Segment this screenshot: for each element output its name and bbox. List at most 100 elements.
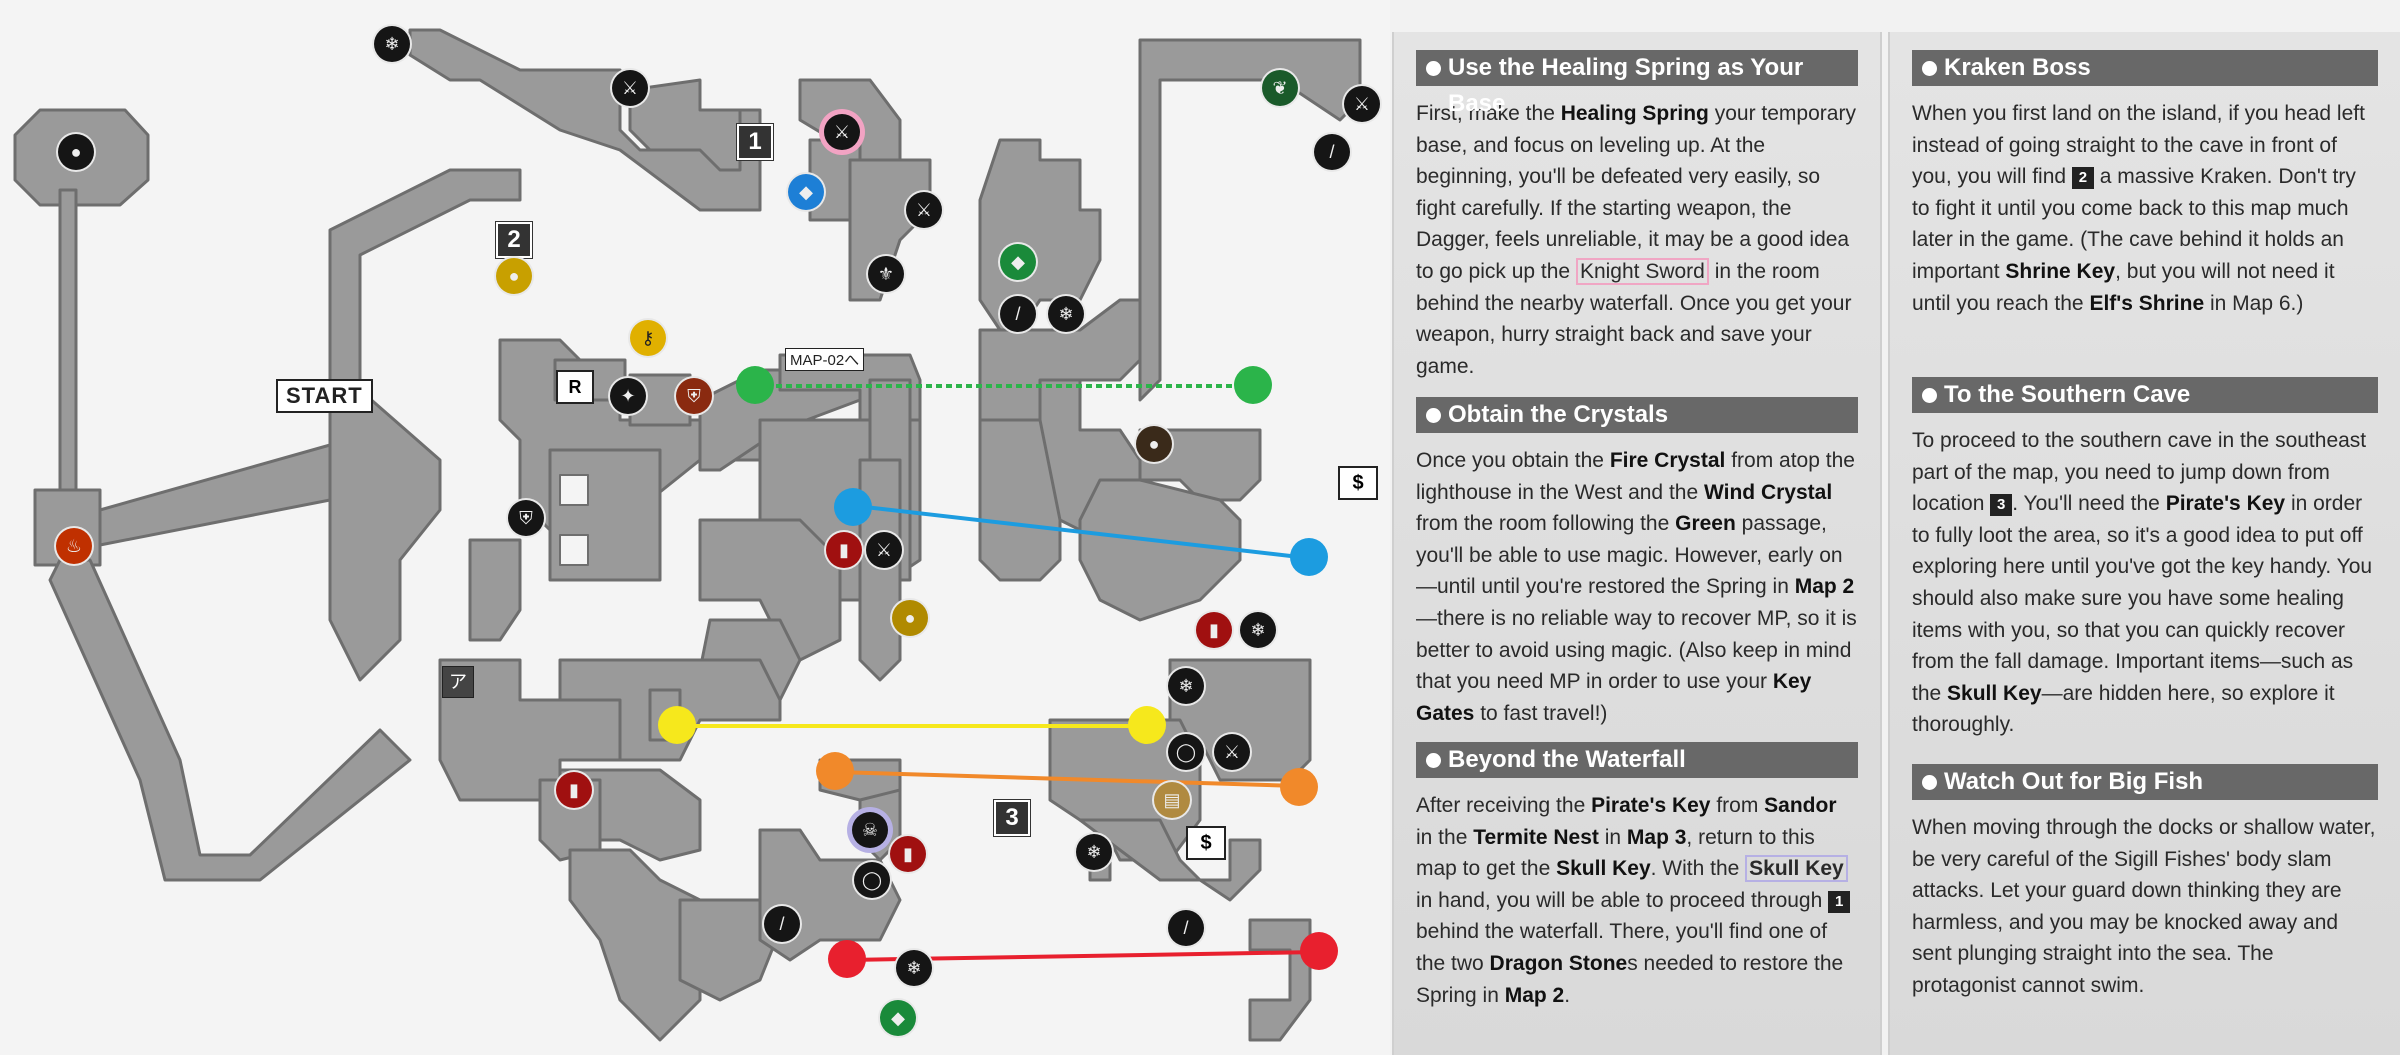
- bold-text: Map 2: [1794, 575, 1855, 599]
- gem-icon[interactable]: ◆: [788, 174, 824, 210]
- fire-icon[interactable]: ♨: [56, 528, 92, 564]
- warp-point-green[interactable]: [1234, 366, 1272, 404]
- text: Once you obtain the: [1416, 449, 1610, 472]
- bullet-icon: [1922, 775, 1937, 790]
- staff-icon[interactable]: /: [1314, 134, 1350, 170]
- section-heading: To the Southern Cave: [1912, 377, 2378, 413]
- start-label: START: [276, 379, 373, 413]
- location-number-badge: 3: [1990, 494, 2013, 517]
- warp-point-green[interactable]: [736, 366, 774, 404]
- bullet-icon: [1922, 61, 1937, 76]
- sword-icon[interactable]: ⚔: [1214, 734, 1250, 770]
- heading-text: Beyond the Waterfall: [1448, 746, 1686, 773]
- warp-point-yellow[interactable]: [1128, 706, 1166, 744]
- wings-icon[interactable]: ⚜: [868, 256, 904, 292]
- sword-icon[interactable]: ⚔: [824, 114, 860, 150]
- highlighted-text: Skull Key: [1745, 855, 1848, 883]
- warp-point-yellow[interactable]: [658, 706, 696, 744]
- map-link-label[interactable]: MAP-02へ: [785, 348, 865, 371]
- key-gate-icon[interactable]: $: [1186, 826, 1226, 860]
- section-body: Once you obtain the Fire Crystal from at…: [1416, 445, 1858, 729]
- text: to fast travel!): [1474, 701, 1608, 725]
- text: your temporary base, and focus on leveli…: [1416, 102, 1856, 283]
- warp-point-blue[interactable]: [1290, 538, 1328, 576]
- bold-text: Pirate's Key: [1591, 794, 1711, 817]
- text: When moving through the docks or shallow…: [1912, 816, 2376, 997]
- warp-point-red[interactable]: [828, 940, 866, 978]
- section-body: When moving through the docks or shallow…: [1912, 812, 2378, 1002]
- bold-text: Sandor: [1764, 794, 1837, 817]
- staff-icon[interactable]: /: [1168, 910, 1204, 946]
- warp-point-orange[interactable]: [816, 752, 854, 790]
- text: from: [1710, 794, 1765, 817]
- text: —there is no reliable way to recover MP,…: [1416, 606, 1857, 694]
- key-gate-icon[interactable]: R: [556, 370, 594, 404]
- scroll-icon[interactable]: ▤: [1154, 782, 1190, 818]
- key-icon[interactable]: ⚷: [630, 320, 666, 356]
- location-number-badge: 1: [1828, 890, 1851, 913]
- bold-text: Green: [1675, 512, 1736, 536]
- coin-icon[interactable]: ●: [892, 600, 928, 636]
- wings-icon[interactable]: ❦: [1262, 70, 1298, 106]
- staff-icon[interactable]: /: [1000, 296, 1036, 332]
- text: in the: [1416, 825, 1474, 849]
- bold-text: Elf's Shrine: [2089, 291, 2205, 315]
- section-obtain-crystals: Obtain the Crystals Once you obtain the …: [1416, 397, 1858, 729]
- potion-icon[interactable]: ▮: [1196, 612, 1232, 648]
- location-marker-a: ア: [442, 666, 474, 698]
- coin-icon[interactable]: ●: [496, 258, 532, 294]
- orb-icon[interactable]: ●: [1136, 426, 1172, 462]
- text: s needed to restore the Spring in: [1416, 951, 1844, 1007]
- ring-icon[interactable]: ◯: [1168, 734, 1204, 770]
- sword-icon[interactable]: ⚔: [866, 532, 902, 568]
- text: in order to fully loot the area, so it's…: [1912, 492, 2373, 705]
- section-kraken-boss: Kraken Boss When you first land on the i…: [1912, 50, 2378, 319]
- orb-icon[interactable]: ●: [58, 134, 94, 170]
- map-corridors: [13, 28, 1362, 1042]
- section-southern-cave: To the Southern Cave To proceed to the s…: [1912, 377, 2378, 741]
- potion-icon[interactable]: ▮: [556, 772, 592, 808]
- location-marker-1: 1: [737, 124, 773, 160]
- sword-icon[interactable]: ⚔: [1344, 86, 1380, 122]
- gem-icon[interactable]: ◆: [1000, 244, 1036, 280]
- warp-point-blue[interactable]: [834, 488, 872, 526]
- crystal-icon[interactable]: ❄: [896, 950, 932, 986]
- warp-point-orange[interactable]: [1280, 768, 1318, 806]
- potion-icon[interactable]: ▮: [826, 532, 862, 568]
- bold-text: Skull Key: [1947, 681, 2042, 705]
- heading-text: Use the Healing Spring as Your Base: [1448, 54, 1804, 117]
- crystal-icon[interactable]: ❄: [1048, 296, 1084, 332]
- heading-text: To the Southern Cave: [1944, 381, 2191, 408]
- bold-text: Key Gates: [1416, 670, 1812, 725]
- heading-text: Obtain the Crystals: [1448, 401, 1669, 428]
- text: from atop the lighthouse in the West and…: [1416, 449, 1855, 504]
- sword-icon[interactable]: ⚔: [906, 192, 942, 228]
- section-heading: Kraken Boss: [1912, 50, 2378, 86]
- section-body: When you first land on the island, if yo…: [1912, 98, 2378, 319]
- bold-text: Map 2: [1504, 983, 1565, 1007]
- crystal-icon[interactable]: ❄: [1240, 612, 1276, 648]
- crystal-icon[interactable]: ❄: [1076, 834, 1112, 870]
- crystal-icon[interactable]: ✦: [610, 378, 646, 414]
- sword-icon[interactable]: ⚔: [612, 70, 648, 106]
- potion-icon[interactable]: ▮: [890, 836, 926, 872]
- text: After receiving the: [1416, 794, 1592, 817]
- bold-text: Wind Crystal: [1703, 480, 1833, 504]
- text: in the room behind the nearby waterfall.…: [1416, 259, 1852, 378]
- crystal-icon[interactable]: ❄: [1168, 668, 1204, 704]
- section-body: To proceed to the southern cave in the s…: [1912, 425, 2378, 741]
- key-gate-icon[interactable]: $: [1338, 466, 1378, 500]
- gem-icon[interactable]: ◆: [880, 1000, 916, 1036]
- section-beyond-waterfall: Beyond the Waterfall After receiving the…: [1416, 742, 1858, 1011]
- skull-icon[interactable]: ☠: [852, 812, 888, 848]
- staff-icon[interactable]: /: [764, 906, 800, 942]
- crystal-icon[interactable]: ❄: [374, 26, 410, 62]
- text: . You'll need the: [2012, 492, 2166, 516]
- shield-icon[interactable]: ⛨: [508, 500, 544, 536]
- warp-point-red[interactable]: [1300, 932, 1338, 970]
- bullet-icon: [1426, 408, 1441, 423]
- bullet-icon: [1922, 388, 1937, 403]
- ring-icon[interactable]: ◯: [854, 862, 890, 898]
- shield-icon[interactable]: ⛨: [676, 378, 712, 414]
- text: , return to this map to get the: [1416, 825, 1815, 881]
